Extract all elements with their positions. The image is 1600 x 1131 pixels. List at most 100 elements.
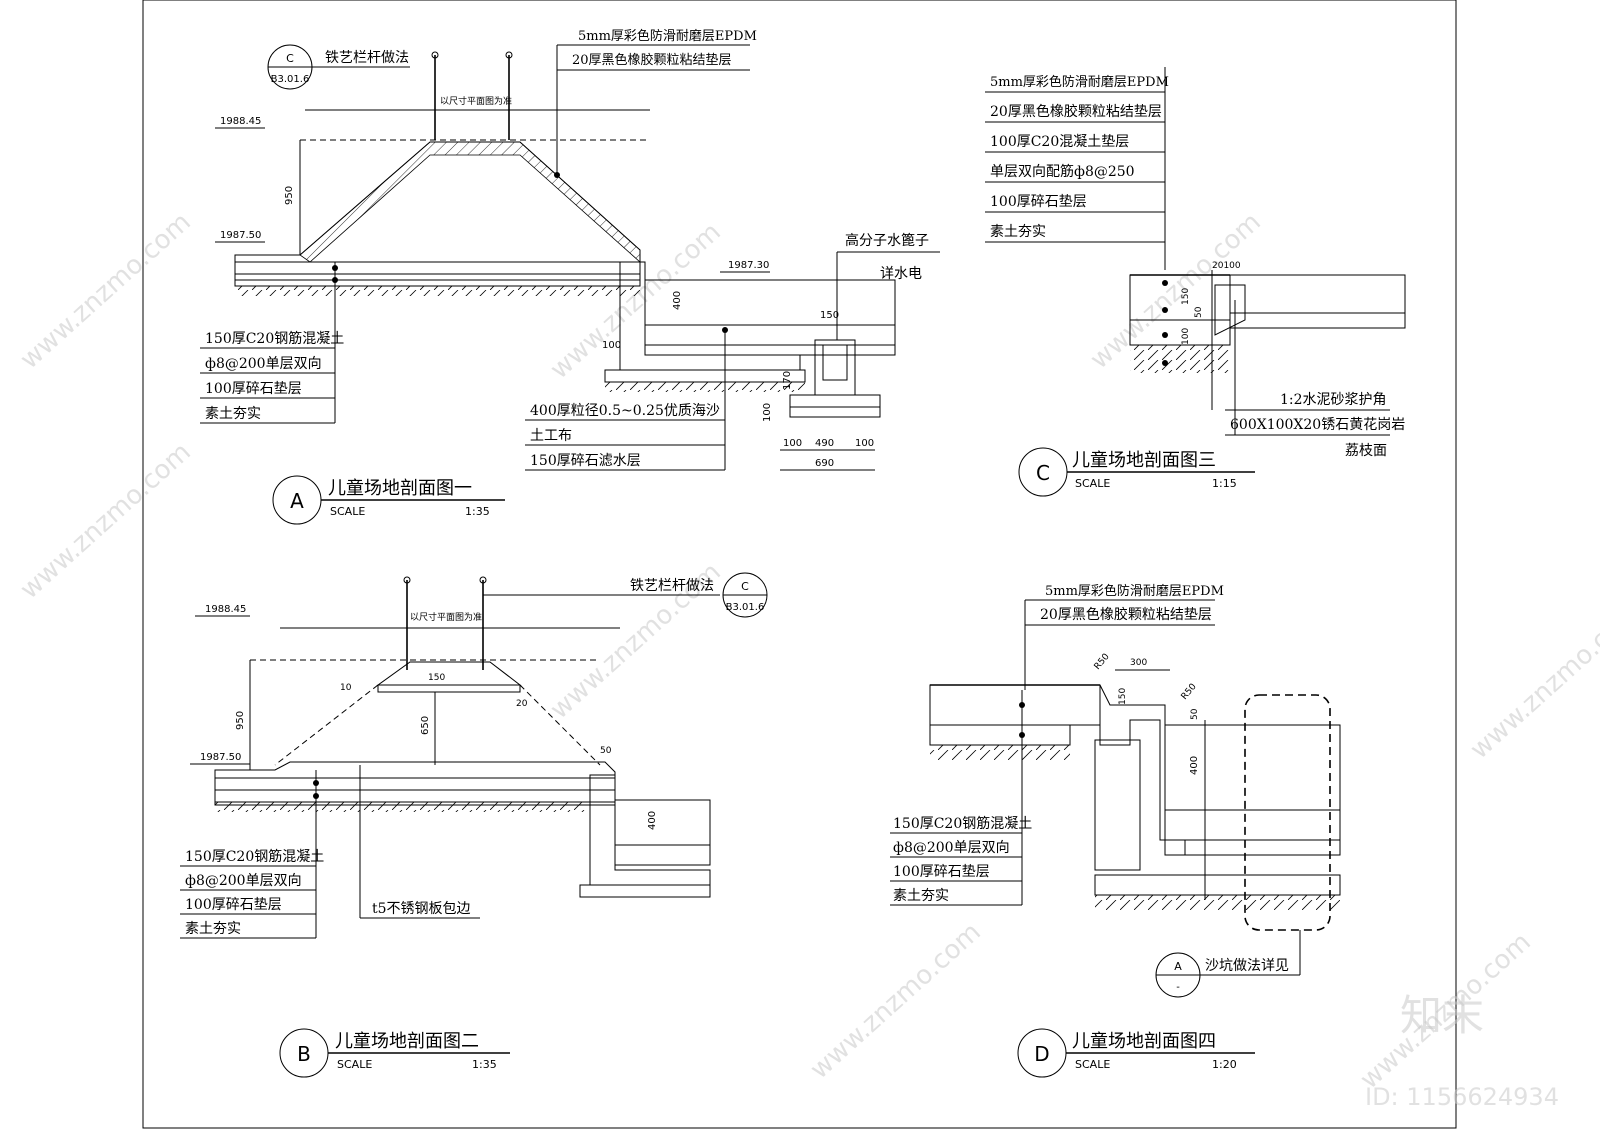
dim-50: 50 [1190, 708, 1200, 720]
dim-400: 400 [647, 811, 658, 830]
dim-650: 650 [420, 716, 431, 735]
dim-150: 150 [428, 673, 445, 683]
plan-note: 以尺寸平面图为准 [440, 95, 512, 107]
elevation-top: 1988.45 [220, 116, 261, 127]
ref-letter: C [286, 52, 294, 65]
dim-100: 100 [783, 438, 802, 449]
layer-label: 100厚C20混凝土垫层 [990, 134, 1129, 150]
elevation-pit: 1987.30 [728, 260, 769, 271]
radius-label: R50 [1180, 682, 1199, 702]
dim-10: 10 [340, 683, 352, 693]
layer-label: 5mm厚彩色防滑耐磨层EPDM [578, 28, 757, 44]
section-letter: A [290, 489, 304, 513]
layer-label: 单层双向配筋ф8@250 [990, 163, 1135, 180]
drain-note: 详水电 [880, 266, 922, 282]
section-letter: C [1036, 461, 1050, 485]
layer-label: 素土夯实 [893, 888, 949, 904]
elevation-top: 1988.45 [205, 604, 246, 615]
dim-150: 150 [1181, 288, 1191, 305]
dim-170: 170 [782, 371, 793, 390]
dim-150: 150 [820, 310, 839, 321]
elevation-low: 1987.50 [200, 752, 241, 763]
dim-300: 300 [1130, 658, 1147, 668]
scale-value: 1:20 [1212, 1058, 1237, 1071]
ref-sheet: B3.01.6 [271, 74, 310, 85]
layer-label: 100厚碎石垫层 [185, 897, 282, 913]
section-title: 儿童场地剖面图一 [328, 478, 472, 499]
dim-950: 950 [284, 186, 295, 205]
layer-label: 150厚碎石滤水层 [530, 453, 641, 469]
elevation-low: 1987.50 [220, 230, 261, 241]
paver-layer [1229, 274, 1406, 314]
mound-cap [376, 661, 522, 686]
watermark-text: www.znzmo.com [545, 217, 727, 385]
section-letter: D [1034, 1042, 1049, 1066]
watermark-text: www.znzmo.com [1465, 597, 1600, 765]
layer-label: 荔枝面 [1345, 443, 1387, 459]
section-letter: B [297, 1042, 311, 1066]
dim-690: 690 [815, 458, 834, 469]
layer-label: 20厚黑色橡胶颗粒粘结垫层 [990, 103, 1162, 120]
layer-label: 5mm厚彩色防滑耐磨层EPDM [990, 74, 1169, 90]
layer-label: 素土夯实 [990, 224, 1046, 240]
layer-label: 400厚粒径0.5~0.25优质海沙 [530, 403, 720, 419]
layer-label: 150厚C20钢筋混凝土 [205, 330, 344, 347]
drain-channel [814, 339, 856, 396]
section-title: 儿童场地剖面图二 [335, 1031, 479, 1052]
layer-label: 5mm厚彩色防滑耐磨层EPDM [1045, 583, 1224, 599]
drawing-frame [142, 0, 1457, 1129]
dim-400: 400 [1189, 756, 1200, 775]
dim-50: 50 [1194, 306, 1204, 318]
layer-label: 20厚黑色橡胶颗粒粘结垫层 [572, 52, 732, 68]
scale-label: SCALE [1075, 477, 1110, 490]
radius-label: R50 [1093, 652, 1112, 672]
scale-value: 1:35 [472, 1058, 497, 1071]
section-title: 儿童场地剖面图四 [1072, 1031, 1216, 1052]
layer-label: ф8@200单层双向 [205, 356, 322, 372]
plan-note: 以尺寸平面图为准 [410, 611, 482, 623]
dim-950: 950 [235, 711, 246, 730]
ref-sheet: - [1176, 982, 1180, 993]
dim-100: 100 [1181, 328, 1191, 345]
dim-100: 100 [602, 340, 621, 351]
layer-label: 150厚C20钢筋混凝土 [185, 848, 324, 865]
mound-fill [234, 141, 641, 281]
watermark-text: www.znzmo.com [15, 207, 197, 375]
dim-100: 100 [762, 403, 773, 422]
layer-label: 150厚C20钢筋混凝土 [893, 815, 1032, 832]
section-title: 儿童场地剖面图三 [1072, 450, 1216, 471]
scale-label: SCALE [330, 505, 365, 518]
dim-150: 150 [1118, 688, 1128, 705]
section-a: C B3.01.6 铁艺栏杆做法 5mm厚彩色防滑耐磨层EPDM 20厚黑色橡胶… [200, 28, 940, 525]
sandpit-callout [1244, 694, 1331, 931]
layer-label: 素土夯实 [205, 406, 261, 422]
layer-label: 100厚碎石垫层 [893, 864, 990, 880]
scale-value: 1:35 [465, 505, 490, 518]
railing-label: 铁艺栏杆做法 [630, 578, 714, 594]
drain-label: 高分子水篦子 [845, 232, 929, 249]
edge-label: t5不锈钢板包边 [372, 901, 471, 917]
dim-100: 100 [855, 438, 874, 449]
layer-label: 20厚黑色橡胶颗粒粘结垫层 [1040, 606, 1212, 623]
layer-label: 1:2水泥砂浆护角 [1280, 392, 1387, 408]
watermark-text: www.znzmo.com [805, 917, 987, 1085]
dim-400: 400 [672, 291, 683, 310]
railing-label: 铁艺栏杆做法 [325, 50, 409, 66]
ref-letter: C [741, 580, 749, 593]
layer-label: 100厚碎石垫层 [990, 194, 1087, 210]
scale-label: SCALE [337, 1058, 372, 1071]
section-c: 5mm厚彩色防滑耐磨层EPDM 20厚黑色橡胶颗粒粘结垫层 100厚C20混凝土… [985, 67, 1406, 497]
layer-label: ф8@200单层双向 [893, 840, 1010, 856]
dim-50: 50 [600, 746, 612, 756]
watermark-logo: 知末 [1400, 991, 1484, 1040]
layer-label: ф8@200单层双向 [185, 873, 302, 889]
sandpit-note: 沙坑做法详见 [1205, 958, 1289, 974]
scale-value: 1:15 [1212, 477, 1237, 490]
dim-20: 20 [516, 699, 528, 709]
section-b: 铁艺栏杆做法 C B3.01.6 1988.45 1987.50 以尺寸平面图为… [180, 572, 768, 1078]
scale-label: SCALE [1075, 1058, 1110, 1071]
layer-label: 素土夯实 [185, 921, 241, 937]
ref-sheet: B3.01.6 [726, 602, 765, 613]
dim-490: 490 [815, 438, 834, 449]
